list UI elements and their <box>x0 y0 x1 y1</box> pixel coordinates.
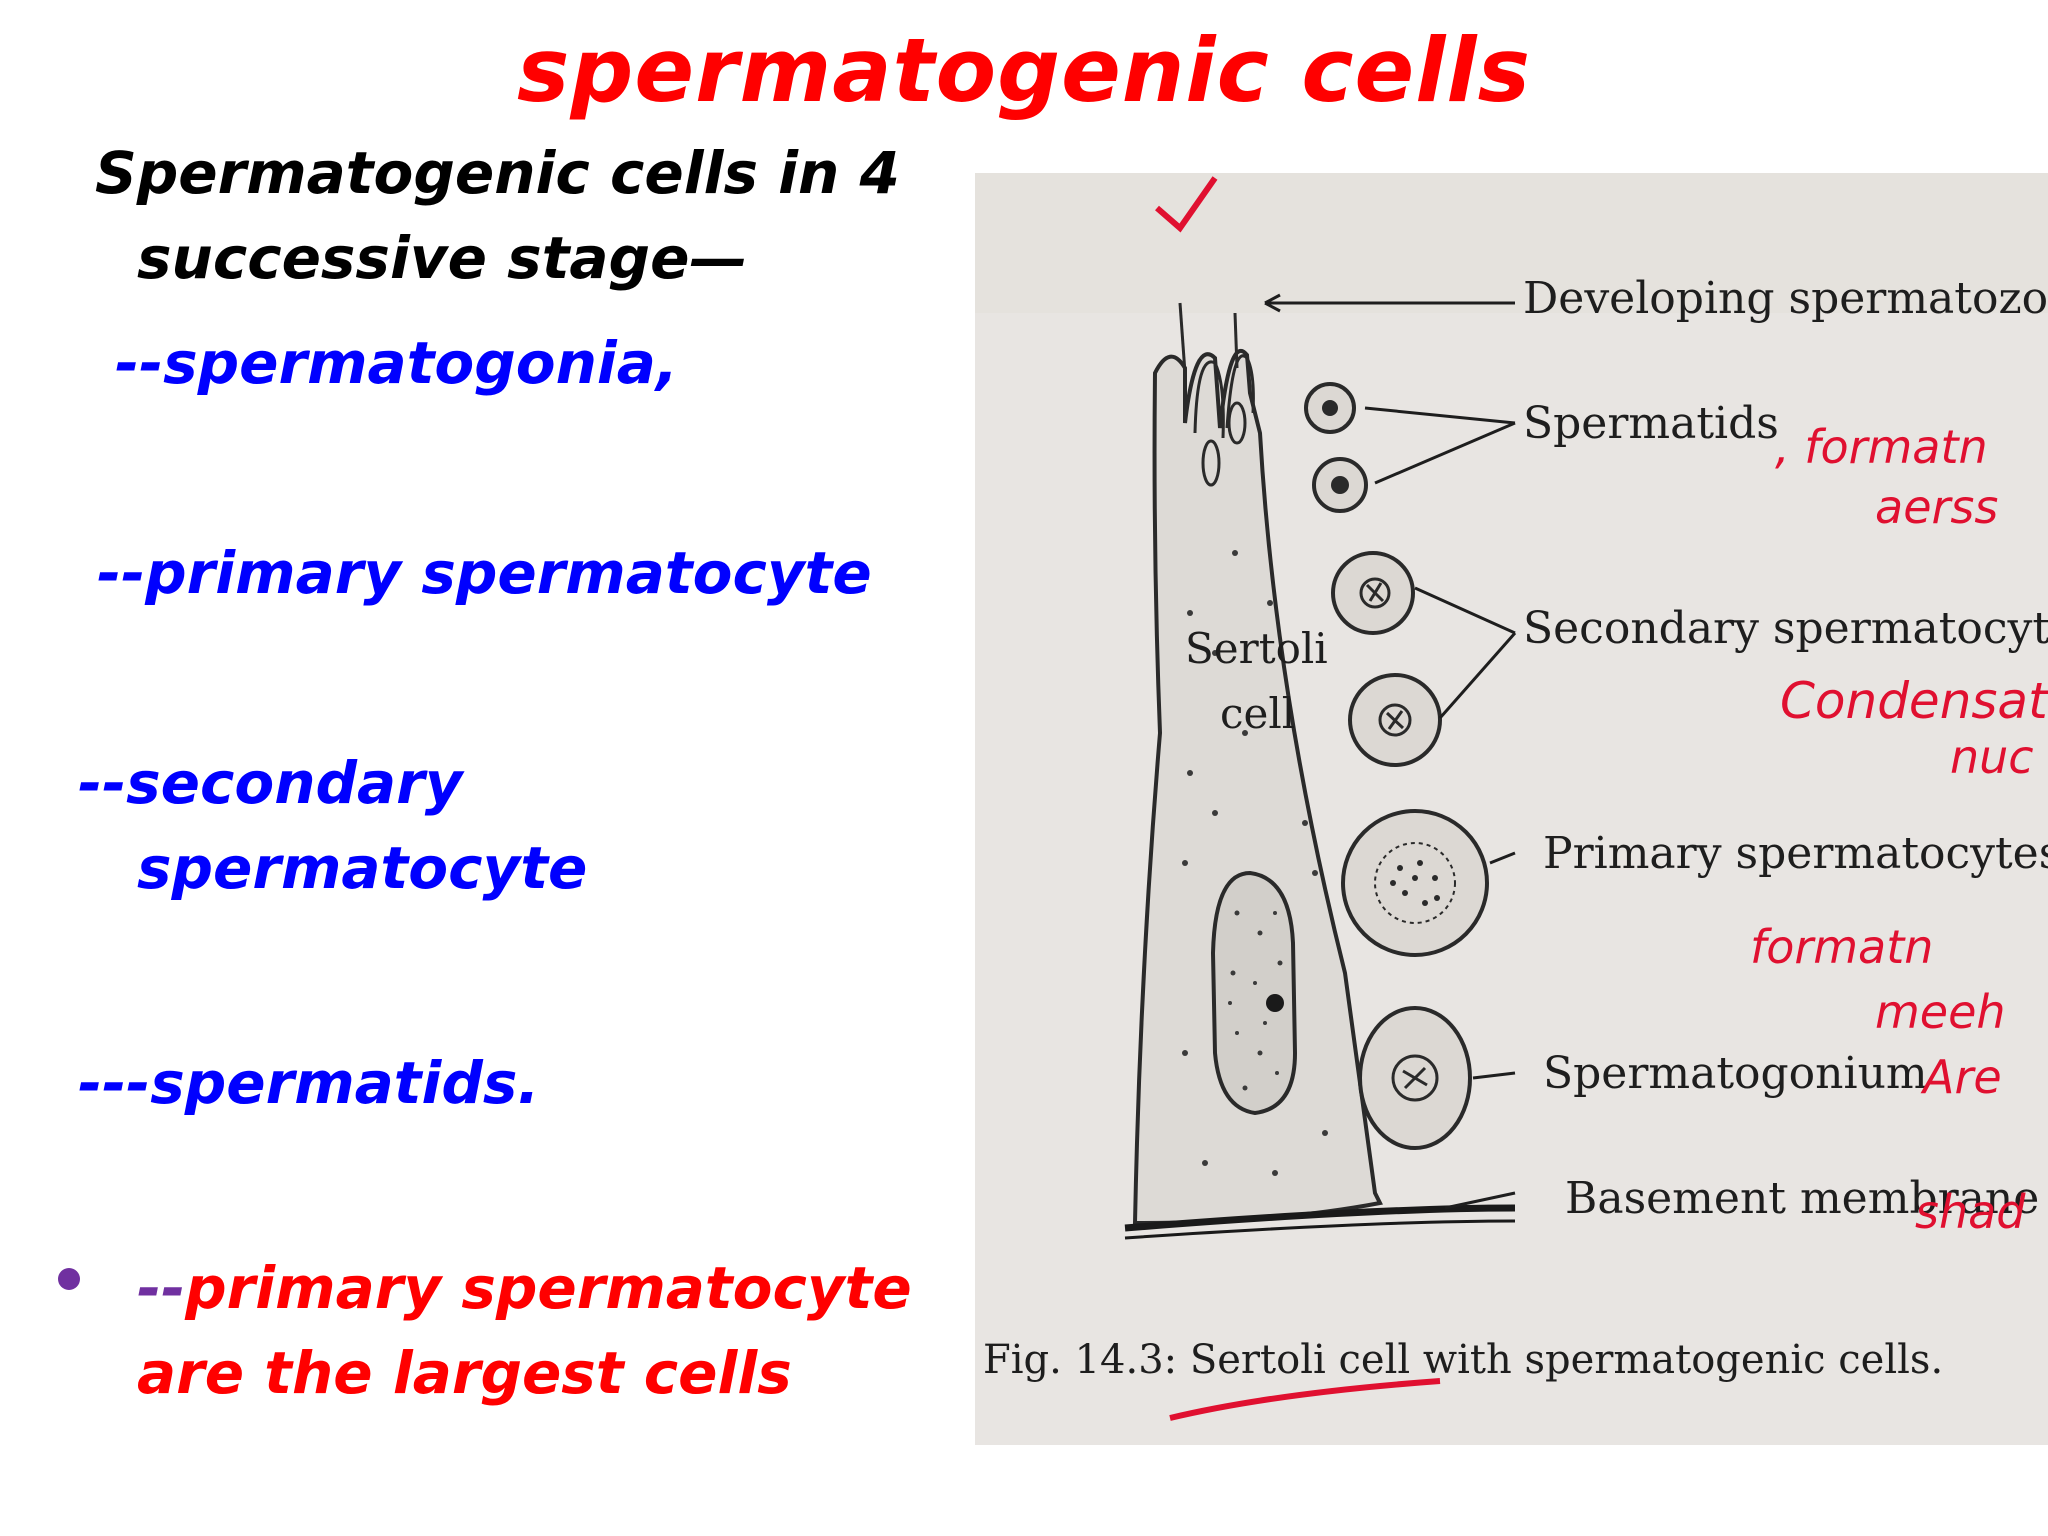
stage-secondary-line-1: --secondary <box>78 749 463 817</box>
intro-line-1: Spermatogenic cells in 4 <box>95 139 900 207</box>
sertoli-cell-figure: Developing spermatozoa Spermatids Second… <box>975 173 2048 1445</box>
text-column: Spermatogenic cells in 4 successive stag… <box>0 0 960 1536</box>
handwritten-note-1: , formatn <box>1775 420 1988 474</box>
handwritten-note-2: aerss <box>1875 480 1998 534</box>
stage-secondary-line-2: spermatocyte <box>137 834 588 902</box>
handwritten-note-3: Condensat <box>1780 672 2048 730</box>
stage-spermatogonia: --spermatogonia, <box>115 329 678 397</box>
figure-caption: Fig. 14.3: Sertoli cell with spermatogen… <box>983 1337 1943 1383</box>
basement-membrane <box>1124 1204 1516 1232</box>
label-developing: Developing spermatozoa <box>1523 273 2048 324</box>
label-sertoli: Sertoli <box>1185 624 1328 673</box>
label-basement: Basement membrane <box>1565 1173 2039 1224</box>
intro-line-2: successive stage— <box>137 224 748 292</box>
stage-primary-spermatocyte: --primary spermatocyte <box>97 539 872 607</box>
bullet-line-1: --primary spermatocyte <box>137 1255 912 1322</box>
bullet-prefix: -- <box>137 1254 186 1322</box>
sertoli-nucleus <box>1210 870 1298 1116</box>
bullet-text-1: primary spermatocyte <box>185 1254 912 1322</box>
label-secondary: Secondary spermatocytes <box>1523 603 2048 654</box>
label-primary: Primary spermatocytes <box>1543 828 2048 879</box>
handwritten-note-7: Are <box>1920 1050 2002 1104</box>
handwritten-note-4: nuc <box>1950 730 2034 784</box>
label-cell: cell <box>1220 689 1295 738</box>
handwritten-note-5: formatn <box>1750 920 1933 974</box>
stage-spermatids: ---spermatids. <box>78 1049 540 1117</box>
handwritten-note-6: meeh <box>1875 985 2006 1039</box>
figure-drawing: Developing spermatozoa Spermatids Second… <box>975 173 2048 1445</box>
tick-mark-icon <box>1155 176 1218 233</box>
label-spermatogonium: Spermatogonium <box>1543 1048 1928 1099</box>
slide-title: spermatogenic cells <box>517 19 1531 122</box>
primary-spermatocyte <box>1341 809 1489 957</box>
bullet-marker <box>58 1268 80 1290</box>
bullet-line-2: are the largest cells <box>137 1339 792 1407</box>
label-spermatids: Spermatids <box>1523 398 1779 449</box>
caption-underline <box>1169 1378 1441 1421</box>
handwritten-note-8: shad <box>1915 1185 2026 1239</box>
